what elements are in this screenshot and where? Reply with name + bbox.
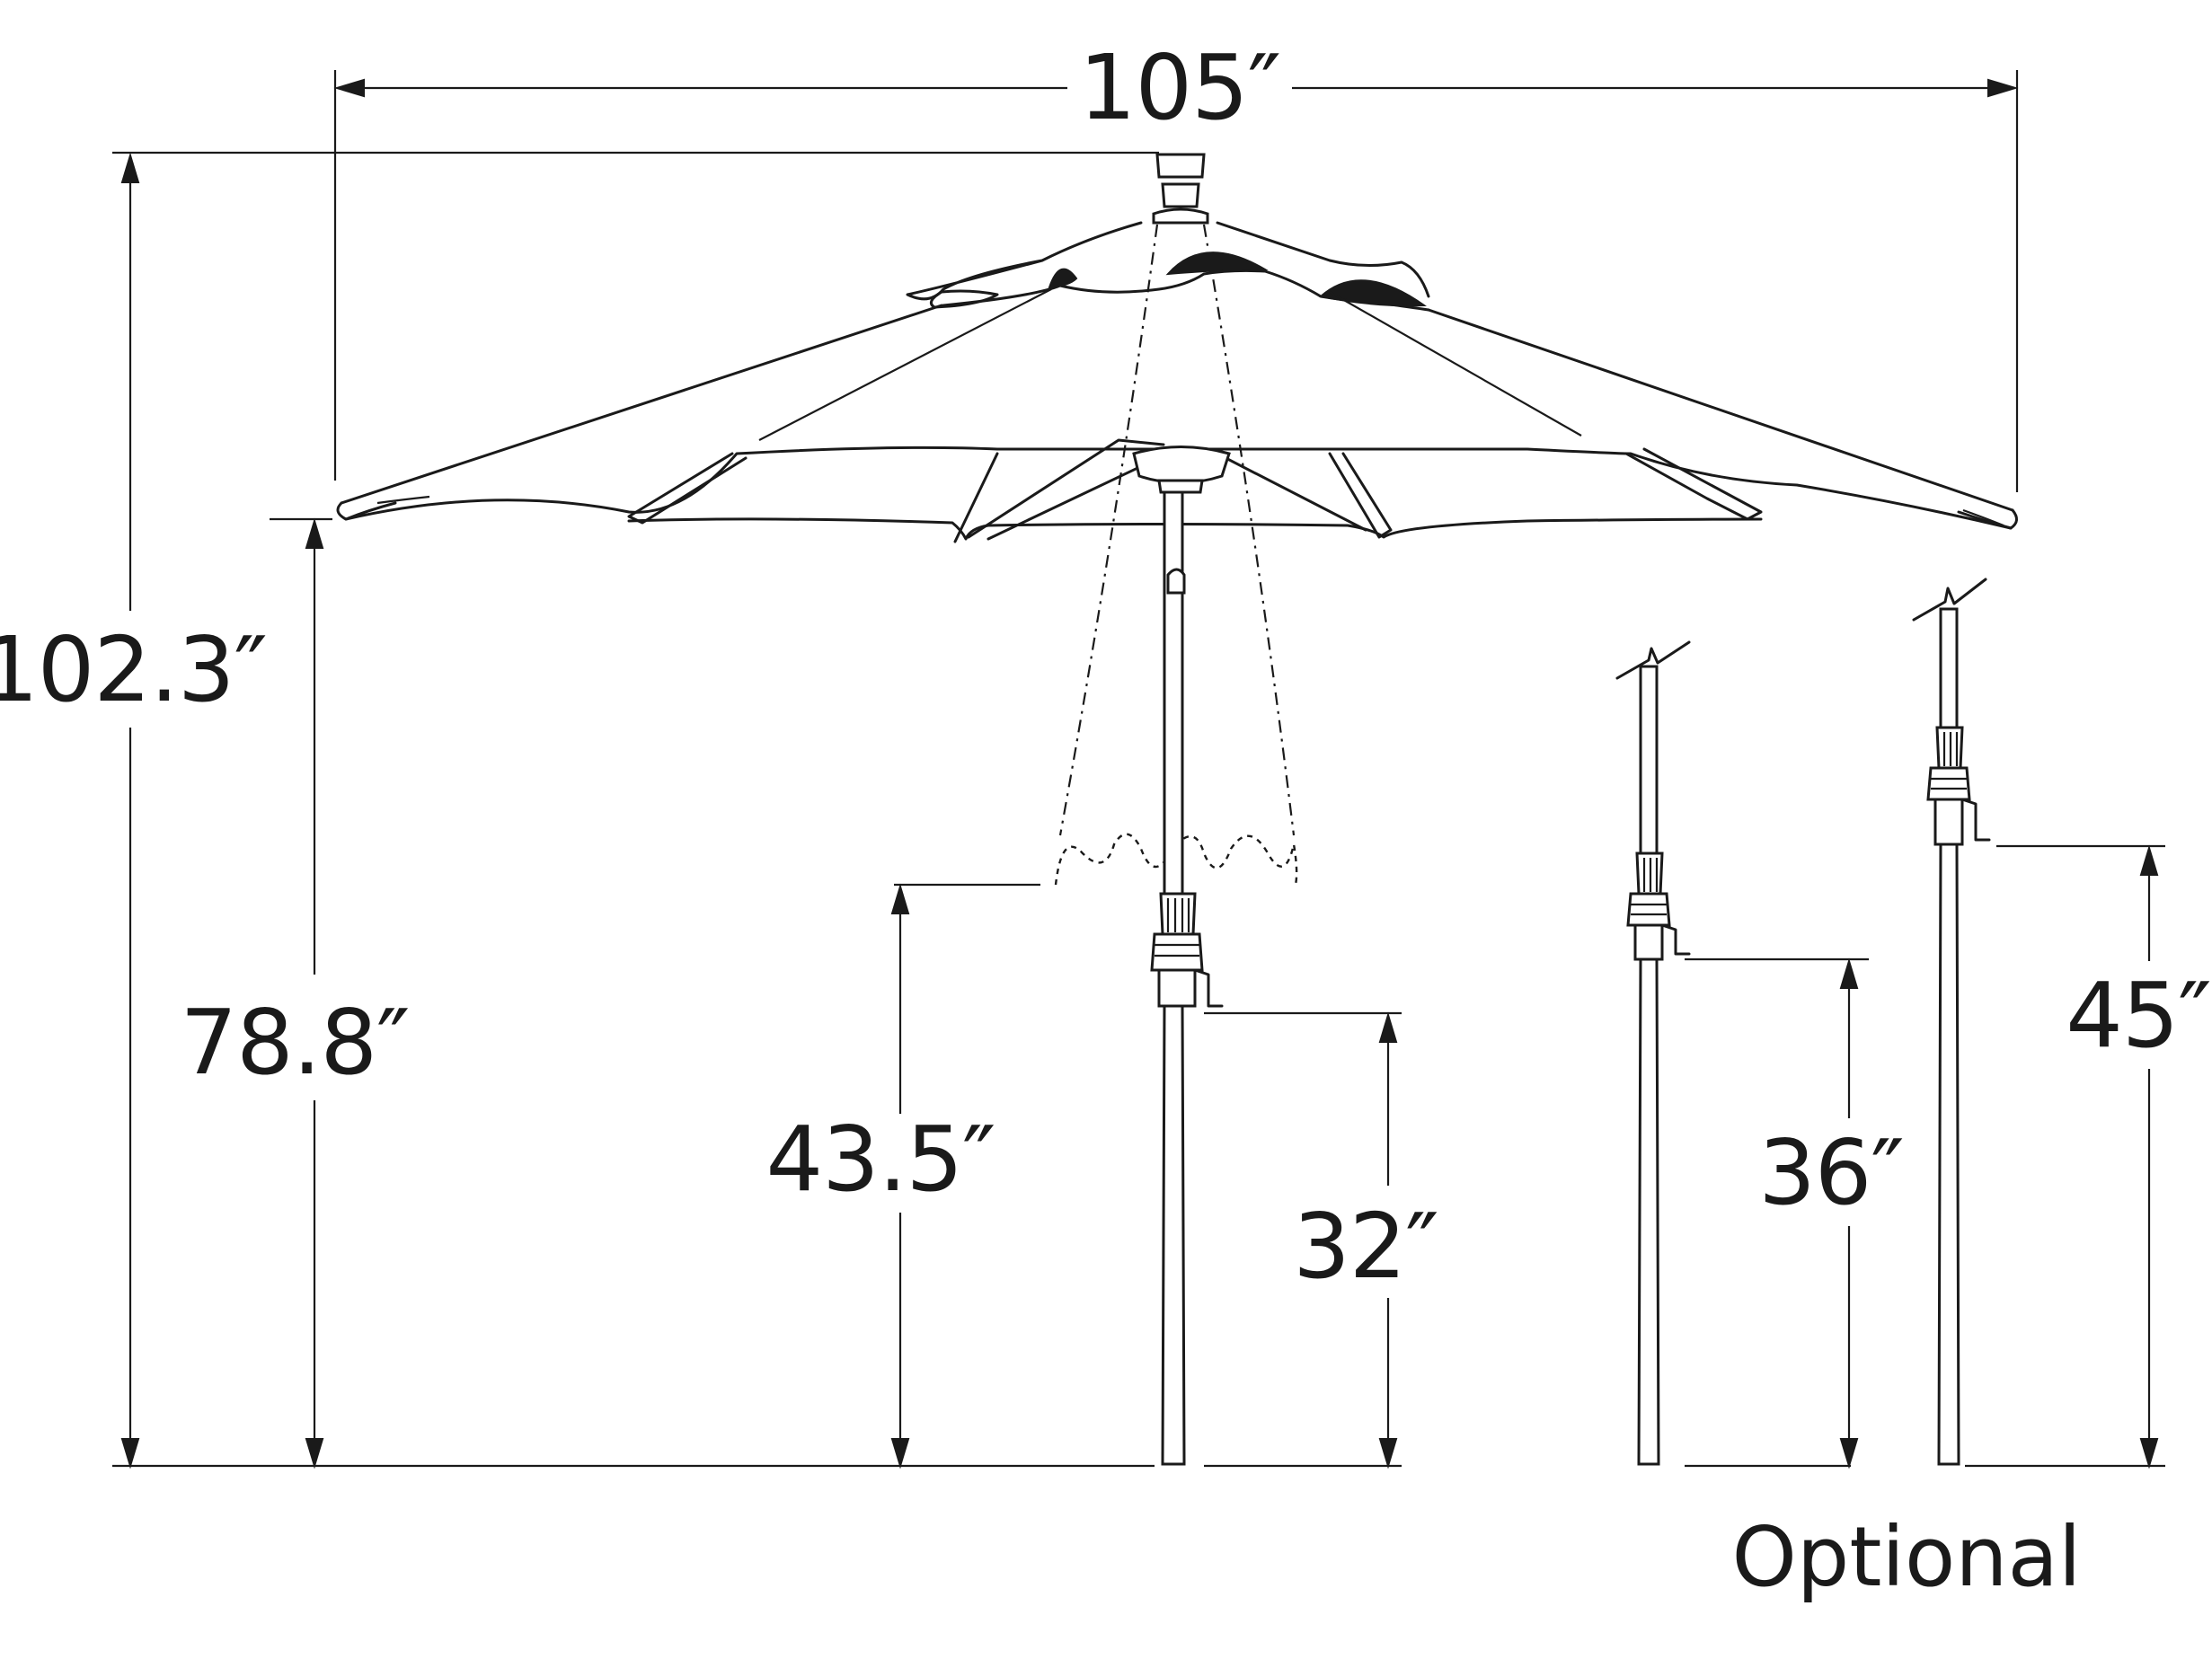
arrow-down-icon	[890, 1438, 910, 1469]
arrow-up-icon	[1378, 1011, 1398, 1043]
crank-height-standard-dimension: 32″	[1204, 1011, 1439, 1469]
clearance-height-label: 78.8″	[180, 990, 409, 1095]
crank-open-label: 43.5″	[765, 1107, 995, 1212]
crank-handle-icon	[1626, 852, 1691, 961]
width-label: 105″	[1079, 35, 1280, 140]
crank-height-option-a-dimension: 36″	[1685, 957, 1905, 1469]
umbrella-pole-icon	[1150, 490, 1224, 1466]
arrow-down-icon	[2139, 1438, 2159, 1469]
arrow-up-icon	[120, 152, 140, 183]
arrow-down-icon	[1839, 1438, 1859, 1469]
umbrella-canopy-icon	[336, 153, 2018, 543]
width-dimension: 105″	[333, 35, 2019, 492]
crank-height-option-a-label: 36″	[1758, 1120, 1904, 1225]
arrow-up-icon	[890, 883, 910, 914]
finial-icon	[1152, 153, 1209, 225]
arrow-left-icon	[333, 78, 365, 98]
arrow-down-icon	[305, 1438, 324, 1469]
hub-icon	[1132, 446, 1231, 484]
arrow-right-icon	[1987, 78, 2019, 98]
crank-height-option-b-label: 45″	[2066, 963, 2211, 1068]
optional-caption: Optional	[1732, 1509, 2082, 1605]
arrow-up-icon	[2139, 844, 2159, 876]
arrow-down-icon	[1378, 1438, 1398, 1469]
arrow-up-icon	[305, 517, 324, 549]
overall-height-label: 102.3″	[0, 617, 267, 722]
clearance-height-dimension: 78.8″	[180, 517, 411, 1469]
overall-height-dimension: 102.3″	[0, 151, 1159, 1469]
arrow-up-icon	[1839, 957, 1859, 989]
crank-handle-icon	[1926, 726, 1991, 846]
optional-pole-a	[1615, 640, 1691, 1466]
crank-height-standard-label: 32″	[1293, 1194, 1438, 1299]
crank-handle-icon	[1150, 892, 1224, 1008]
crank-height-option-b-dimension: 45″	[1996, 844, 2212, 1469]
optional-pole-b	[1912, 578, 1991, 1466]
crank-open-dimension: 43.5″	[765, 883, 1040, 1469]
tilt-indicator	[1054, 224, 1298, 886]
arrow-down-icon	[120, 1438, 140, 1469]
